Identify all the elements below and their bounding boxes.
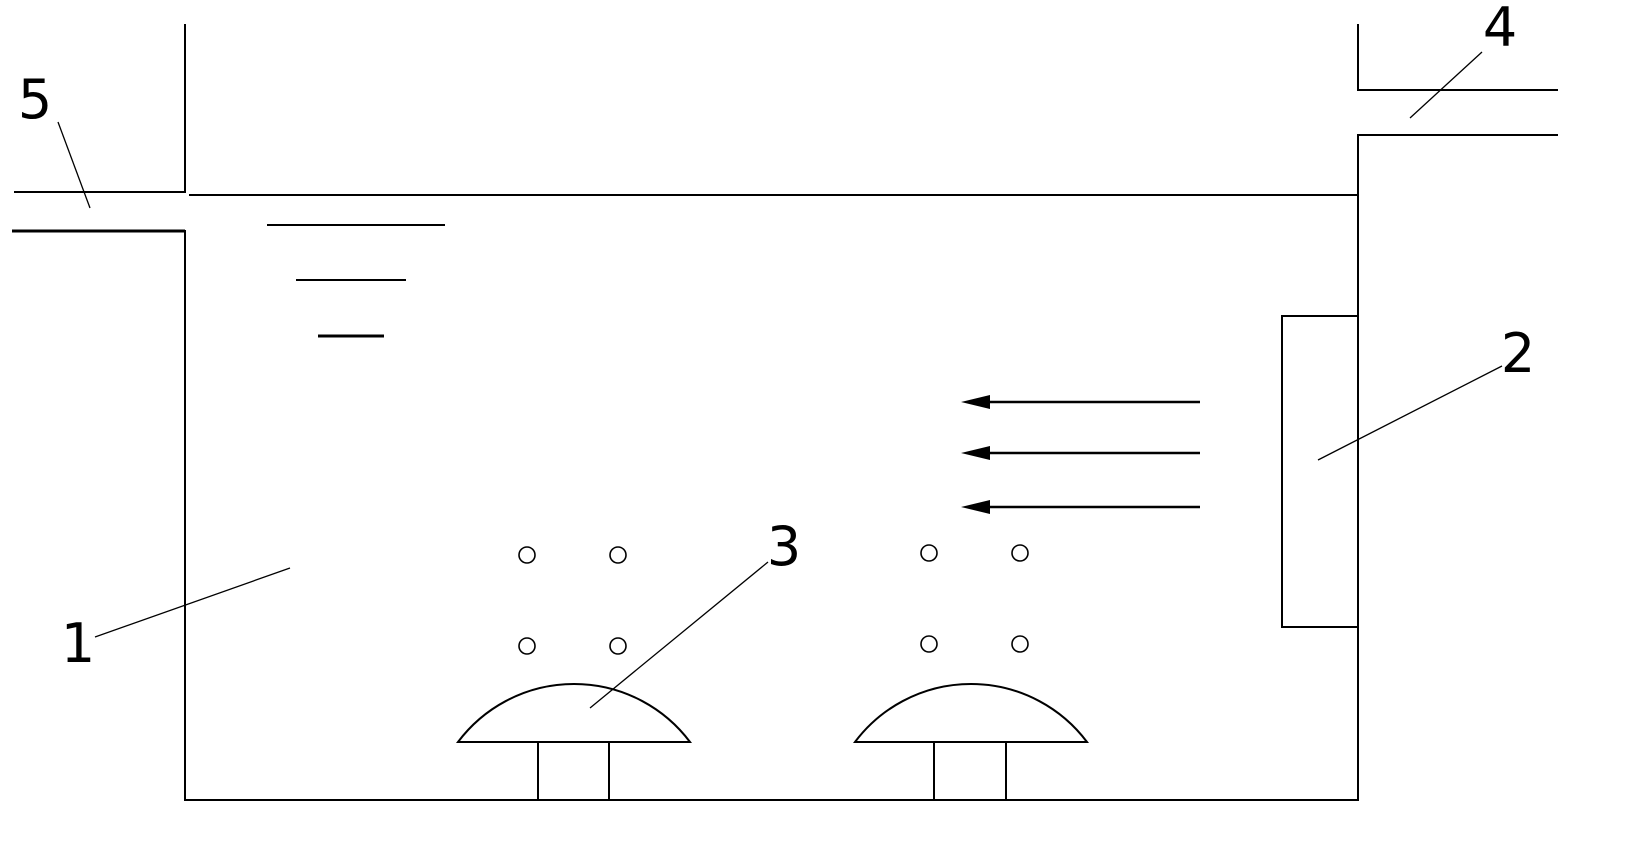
callout-3: 3 xyxy=(767,515,801,578)
diffuser-right xyxy=(852,683,1090,801)
flow-arrow xyxy=(961,500,1200,514)
bubble xyxy=(1011,635,1029,653)
water-level-marks xyxy=(267,224,445,338)
diffuser-left xyxy=(455,683,693,801)
flow-arrow xyxy=(961,446,1200,460)
leader-line-3 xyxy=(589,561,769,709)
callout-5: 5 xyxy=(18,68,52,131)
arrow-head xyxy=(961,446,990,460)
callouts: 1 2 3 4 5 xyxy=(18,0,1535,675)
bubble xyxy=(518,637,536,655)
bubble xyxy=(1011,544,1029,562)
leader-line-1 xyxy=(94,567,291,638)
tank xyxy=(184,24,1359,801)
bubbles xyxy=(518,544,1029,655)
bubble xyxy=(920,635,938,653)
flow-arrows xyxy=(961,395,1200,514)
callout-4: 4 xyxy=(1483,0,1517,59)
leader-line-5 xyxy=(57,121,91,209)
bubble xyxy=(609,546,627,564)
side-panel xyxy=(1281,315,1359,628)
bubble xyxy=(920,544,938,562)
bubble xyxy=(518,546,536,564)
flow-arrow xyxy=(961,395,1200,409)
arrow-head xyxy=(961,395,990,409)
leader-line-4 xyxy=(1409,51,1483,119)
diffuser-dome xyxy=(852,683,1090,743)
left-pipe xyxy=(12,191,186,233)
leader-lines xyxy=(57,51,1503,709)
diffuser-dome xyxy=(455,683,693,743)
bubble xyxy=(609,637,627,655)
callout-1: 1 xyxy=(61,612,95,675)
callout-2: 2 xyxy=(1501,322,1535,385)
arrow-head xyxy=(961,500,990,514)
leader-line-2 xyxy=(1317,365,1503,461)
right-pipe xyxy=(1357,89,1558,136)
